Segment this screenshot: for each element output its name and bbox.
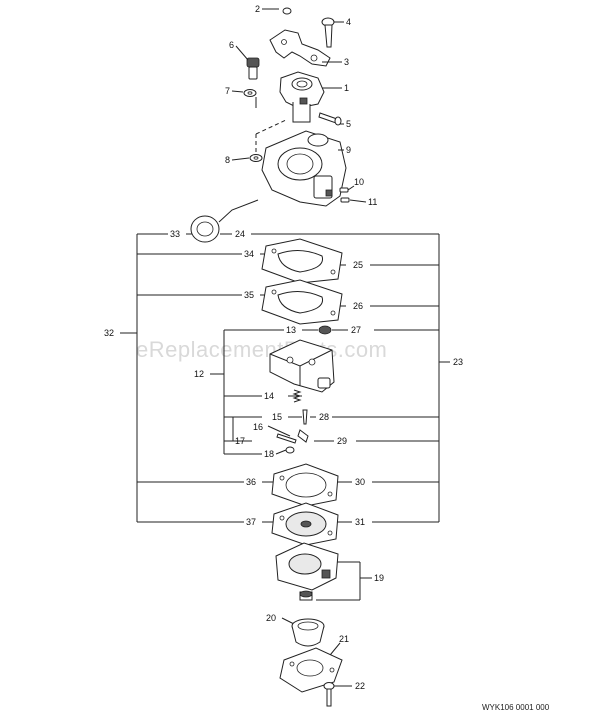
part-washer bbox=[243, 89, 257, 108]
part-throttle-lever bbox=[269, 29, 331, 67]
part-screw-22 bbox=[323, 682, 335, 707]
part-cap-27 bbox=[318, 325, 332, 335]
callout-37: 37 bbox=[246, 517, 256, 527]
part-screw-11 bbox=[340, 197, 350, 203]
callout-18: 18 bbox=[264, 449, 274, 459]
callout-30: 30 bbox=[355, 477, 365, 487]
callout-15: 15 bbox=[272, 412, 282, 422]
part-diaphragm-26 bbox=[261, 279, 343, 325]
part-gasket-ring bbox=[190, 199, 259, 243]
callout-1: 1 bbox=[344, 83, 349, 93]
part-gasket-30 bbox=[271, 463, 339, 507]
part-small-washer bbox=[249, 154, 263, 162]
callout-26: 26 bbox=[353, 301, 363, 311]
callout-35: 35 bbox=[244, 290, 254, 300]
part-retainer-plate bbox=[279, 647, 343, 693]
callout-29: 29 bbox=[337, 436, 347, 446]
part-pump-body bbox=[269, 339, 335, 393]
callout-10: 10 bbox=[354, 177, 364, 187]
callout-2: 2 bbox=[255, 4, 260, 14]
callout-33: 33 bbox=[170, 229, 180, 239]
callout-22: 22 bbox=[355, 681, 365, 691]
part-screw-10 bbox=[339, 187, 349, 193]
part-diaphragm-25 bbox=[261, 238, 343, 284]
callout-13: 13 bbox=[286, 325, 296, 335]
part-needle bbox=[302, 409, 308, 425]
part-lever-pin bbox=[276, 429, 309, 444]
callout-21: 21 bbox=[339, 634, 349, 644]
callout-19: 19 bbox=[374, 573, 384, 583]
callout-11: 11 bbox=[368, 197, 377, 207]
callout-17: 17 bbox=[235, 436, 245, 446]
part-screw-top bbox=[321, 17, 335, 48]
part-spring bbox=[292, 389, 302, 403]
callout-24: 24 bbox=[235, 229, 245, 239]
callout-9: 9 bbox=[346, 145, 351, 155]
callout-34: 34 bbox=[244, 249, 254, 259]
callout-27: 27 bbox=[351, 325, 361, 335]
part-adjuster-screw bbox=[246, 57, 260, 80]
part-carburetor-body bbox=[261, 130, 347, 207]
callout-20: 20 bbox=[266, 613, 276, 623]
callout-16: 16 bbox=[253, 422, 263, 432]
callout-31: 31 bbox=[355, 517, 365, 527]
callout-36: 36 bbox=[246, 477, 256, 487]
callout-6: 6 bbox=[229, 40, 234, 50]
part-diaphragm-31 bbox=[271, 502, 339, 546]
callout-28: 28 bbox=[319, 412, 329, 422]
callout-7: 7 bbox=[225, 86, 230, 96]
part-cover bbox=[275, 542, 339, 601]
callout-14: 14 bbox=[264, 391, 274, 401]
part-screw-side bbox=[318, 112, 342, 126]
part-plug bbox=[282, 7, 292, 15]
callout-5: 5 bbox=[346, 119, 351, 129]
callout-23: 23 bbox=[453, 357, 463, 367]
callout-4: 4 bbox=[346, 17, 351, 27]
callout-3: 3 bbox=[344, 57, 349, 67]
callout-25: 25 bbox=[353, 260, 363, 270]
drawing-code: WYK106 0001 000 bbox=[482, 703, 550, 712]
callout-32: 32 bbox=[104, 328, 114, 338]
part-throttle-body bbox=[279, 71, 325, 123]
callout-8: 8 bbox=[225, 155, 230, 165]
callout-12: 12 bbox=[194, 369, 204, 379]
part-screw-18 bbox=[285, 446, 295, 454]
part-primer-bulb bbox=[291, 618, 325, 647]
